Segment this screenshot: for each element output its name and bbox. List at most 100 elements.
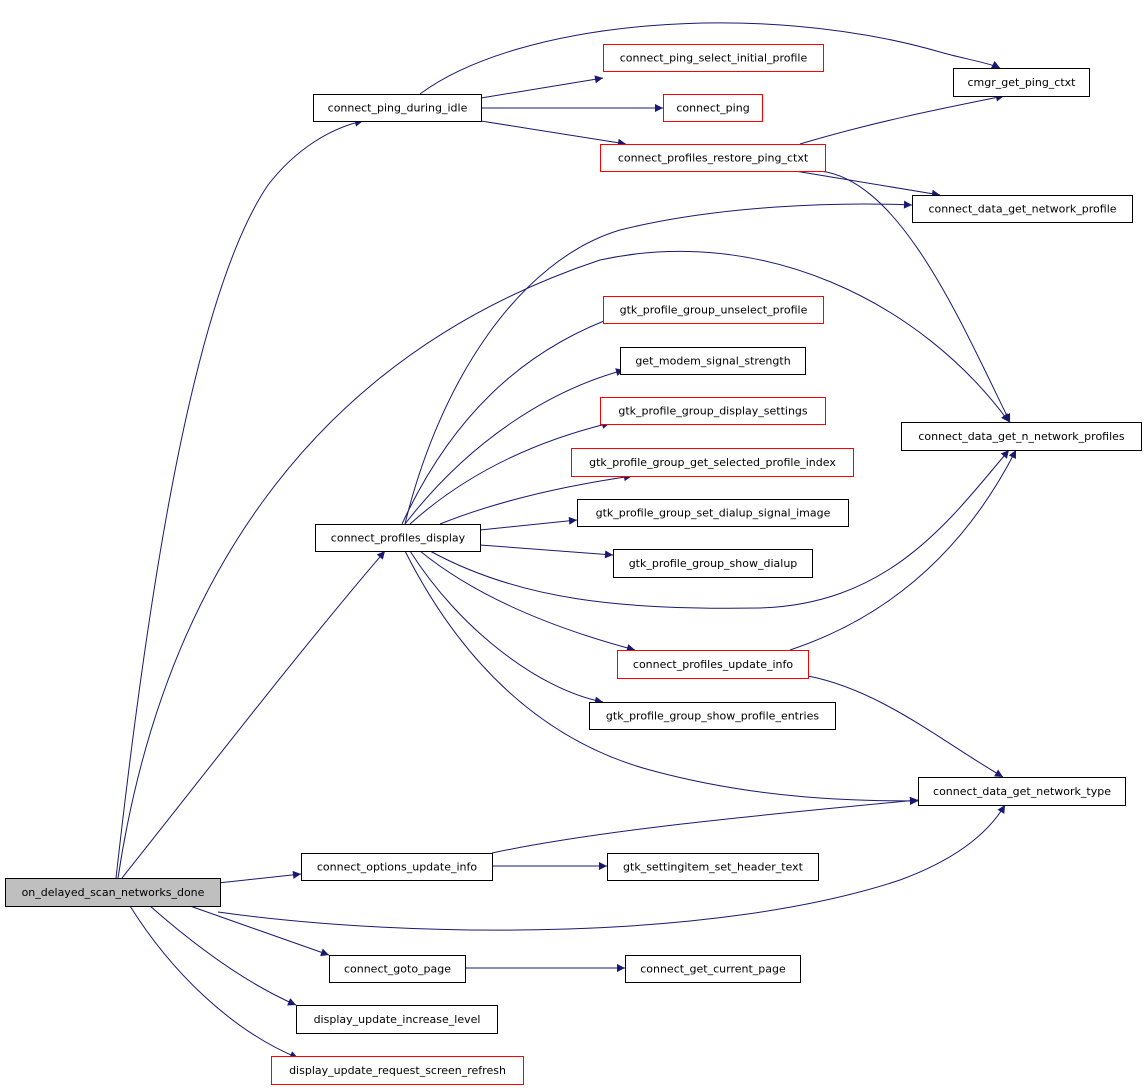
node-label: connect_data_get_n_network_profiles [918, 430, 1125, 443]
node-box [953, 68, 1090, 97]
node-label: gtk_profile_group_show_profile_entries [606, 710, 819, 723]
node-box [301, 853, 493, 881]
node-connect-options-update-info[interactable]: connect_options_update_info [301, 853, 493, 881]
node-connect-profiles-update-info[interactable]: connect_profiles_update_info [617, 650, 809, 679]
node-connect-profiles-display[interactable]: connect_profiles_display [315, 524, 481, 552]
node-label: gtk_settingitem_set_header_text [623, 861, 804, 874]
edge-cpd-to-gpgspe [409, 550, 604, 705]
edge-root-to-cdgnnp [117, 250, 1010, 879]
node-label: connect_profiles_display [331, 532, 466, 545]
edge-cpdi-to-cmgr [419, 22, 1001, 95]
edge-cpui-to-cdgnt [807, 675, 1004, 778]
node-label: gtk_profile_group_get_selected_profile_i… [589, 456, 836, 469]
node-label: connect_profiles_update_info [633, 658, 793, 671]
node-get-modem-signal-strength[interactable]: get_modem_signal_strength [620, 347, 806, 375]
edge-cprpc-to-cmgr [799, 93, 1005, 145]
node-label: connect_profiles_restore_ping_ctxt [618, 152, 809, 165]
node-cmgr-get-ping-ctxt[interactable]: cmgr_get_ping_ctxt [953, 68, 1090, 97]
node-connect-data-get-n-network-profiles[interactable]: connect_data_get_n_network_profiles [901, 422, 1142, 451]
node-label: gtk_profile_group_show_dialup [629, 557, 798, 570]
node-label: on_delayed_scan_networks_done [22, 886, 205, 899]
edge-cpd-to-cdgnt [404, 550, 919, 805]
node-label: display_update_increase_level [314, 1013, 481, 1026]
nodes: on_delayed_scan_networks_done connect_pin… [5, 44, 1142, 1085]
node-box [620, 347, 806, 375]
node-box [296, 1005, 498, 1034]
node-gtk-profile-group-get-selected-profile-index[interactable]: gtk_profile_group_get_selected_profile_i… [571, 448, 854, 477]
node-box [918, 777, 1126, 806]
edge-root-to-cpd [121, 550, 386, 879]
node-gtk-profile-group-set-dialup-signal-image[interactable]: gtk_profile_group_set_dialup_signal_imag… [577, 499, 849, 527]
node-box [617, 650, 809, 679]
node-label: gtk_profile_group_unselect_profile [620, 304, 808, 317]
node-box [577, 499, 849, 527]
node-label: connect_ping_select_initial_profile [620, 52, 808, 65]
edge-root-to-cgp [189, 905, 330, 957]
edge-cpd-to-cpui [419, 550, 636, 652]
node-box [603, 296, 824, 324]
edge-cpd-to-gpgup [401, 313, 621, 525]
node-gtk-profile-group-show-dialup[interactable]: gtk_profile_group_show_dialup [613, 549, 813, 578]
node-label: connect_ping_during_idle [328, 102, 468, 115]
edge-root-to-durss [129, 905, 299, 1059]
node-box [663, 94, 763, 122]
node-label: connect_get_current_page [640, 963, 786, 976]
node-label: connect_data_get_network_profile [928, 203, 1116, 216]
node-connect-data-get-network-profile[interactable]: connect_data_get_network_profile [912, 195, 1133, 223]
node-box [329, 955, 466, 983]
edge-coui-to-cdgnt [491, 796, 919, 854]
node-box [607, 853, 819, 881]
node-box [315, 524, 481, 552]
node-box [571, 448, 854, 477]
node-label: connect_ping [676, 102, 749, 115]
edge-cpdi-to-cprpc [480, 120, 627, 147]
node-label: cmgr_get_ping_ctxt [967, 76, 1076, 89]
node-display-update-request-screen-refresh[interactable]: display_update_request_screen_refresh [271, 1056, 524, 1085]
edge-cpd-to-cdgnp [404, 200, 913, 525]
edge-cprpc-to-cdgnnp [819, 170, 1011, 423]
edge-root-to-cpdi [115, 118, 364, 879]
node-box [313, 94, 482, 122]
node-on-delayed-scan-networks-done[interactable]: on_delayed_scan_networks_done [5, 878, 221, 907]
edge-cpd-to-gmss [404, 368, 625, 525]
node-box [912, 195, 1133, 223]
node-connect-ping[interactable]: connect_ping [663, 94, 763, 122]
node-connect-ping-during-idle[interactable]: connect_ping_during_idle [313, 94, 482, 122]
edge-cprpc-to-cdgnp [794, 170, 941, 198]
edge-cpd-to-gpggspi [439, 473, 633, 525]
edge-cpd-to-gpgsdsi [479, 516, 578, 531]
node-box [600, 397, 826, 425]
node-gtk-profile-group-display-settings[interactable]: gtk_profile_group_display_settings [600, 397, 826, 425]
node-gtk-profile-group-show-profile-entries[interactable]: gtk_profile_group_show_profile_entries [589, 702, 836, 730]
node-box [600, 144, 826, 172]
node-label: get_modem_signal_strength [635, 355, 790, 368]
edge-root-to-duil [149, 905, 297, 1006]
node-box [603, 44, 824, 72]
edge-root-to-cdgnt [217, 804, 1006, 931]
node-label: connect_options_update_info [317, 861, 478, 874]
node-connect-goto-page[interactable]: connect_goto_page [329, 955, 466, 983]
node-box [613, 549, 813, 578]
node-display-update-increase-level[interactable]: display_update_increase_level [296, 1005, 498, 1034]
node-box [589, 702, 836, 730]
edge-cpd-to-gpgsd [479, 544, 614, 559]
edge-cpui-to-cdgnnp [789, 449, 1017, 651]
edge-cpd-to-cdgnnp [429, 449, 1010, 609]
node-gtk-settingitem-set-header-text[interactable]: gtk_settingitem_set_header_text [607, 853, 819, 881]
node-box [271, 1056, 524, 1085]
edge-root-to-coui [217, 870, 302, 884]
node-box [901, 422, 1142, 451]
node-connect-profiles-restore-ping-ctxt[interactable]: connect_profiles_restore_ping_ctxt [600, 144, 826, 172]
node-label: connect_data_get_network_type [933, 785, 1111, 798]
node-box [625, 955, 801, 983]
edge-cpdi-to-cpsip [480, 75, 604, 99]
node-connect-get-current-page[interactable]: connect_get_current_page [625, 955, 801, 983]
node-label: display_update_request_screen_refresh [289, 1064, 506, 1077]
edge-cpd-to-gpgds [409, 421, 611, 525]
node-label: gtk_profile_group_display_settings [618, 405, 808, 418]
node-connect-ping-select-initial-profile[interactable]: connect_ping_select_initial_profile [603, 44, 824, 72]
node-connect-data-get-network-type[interactable]: connect_data_get_network_type [918, 777, 1126, 806]
node-gtk-profile-group-unselect-profile[interactable]: gtk_profile_group_unselect_profile [603, 296, 824, 324]
edges [115, 22, 1017, 1059]
